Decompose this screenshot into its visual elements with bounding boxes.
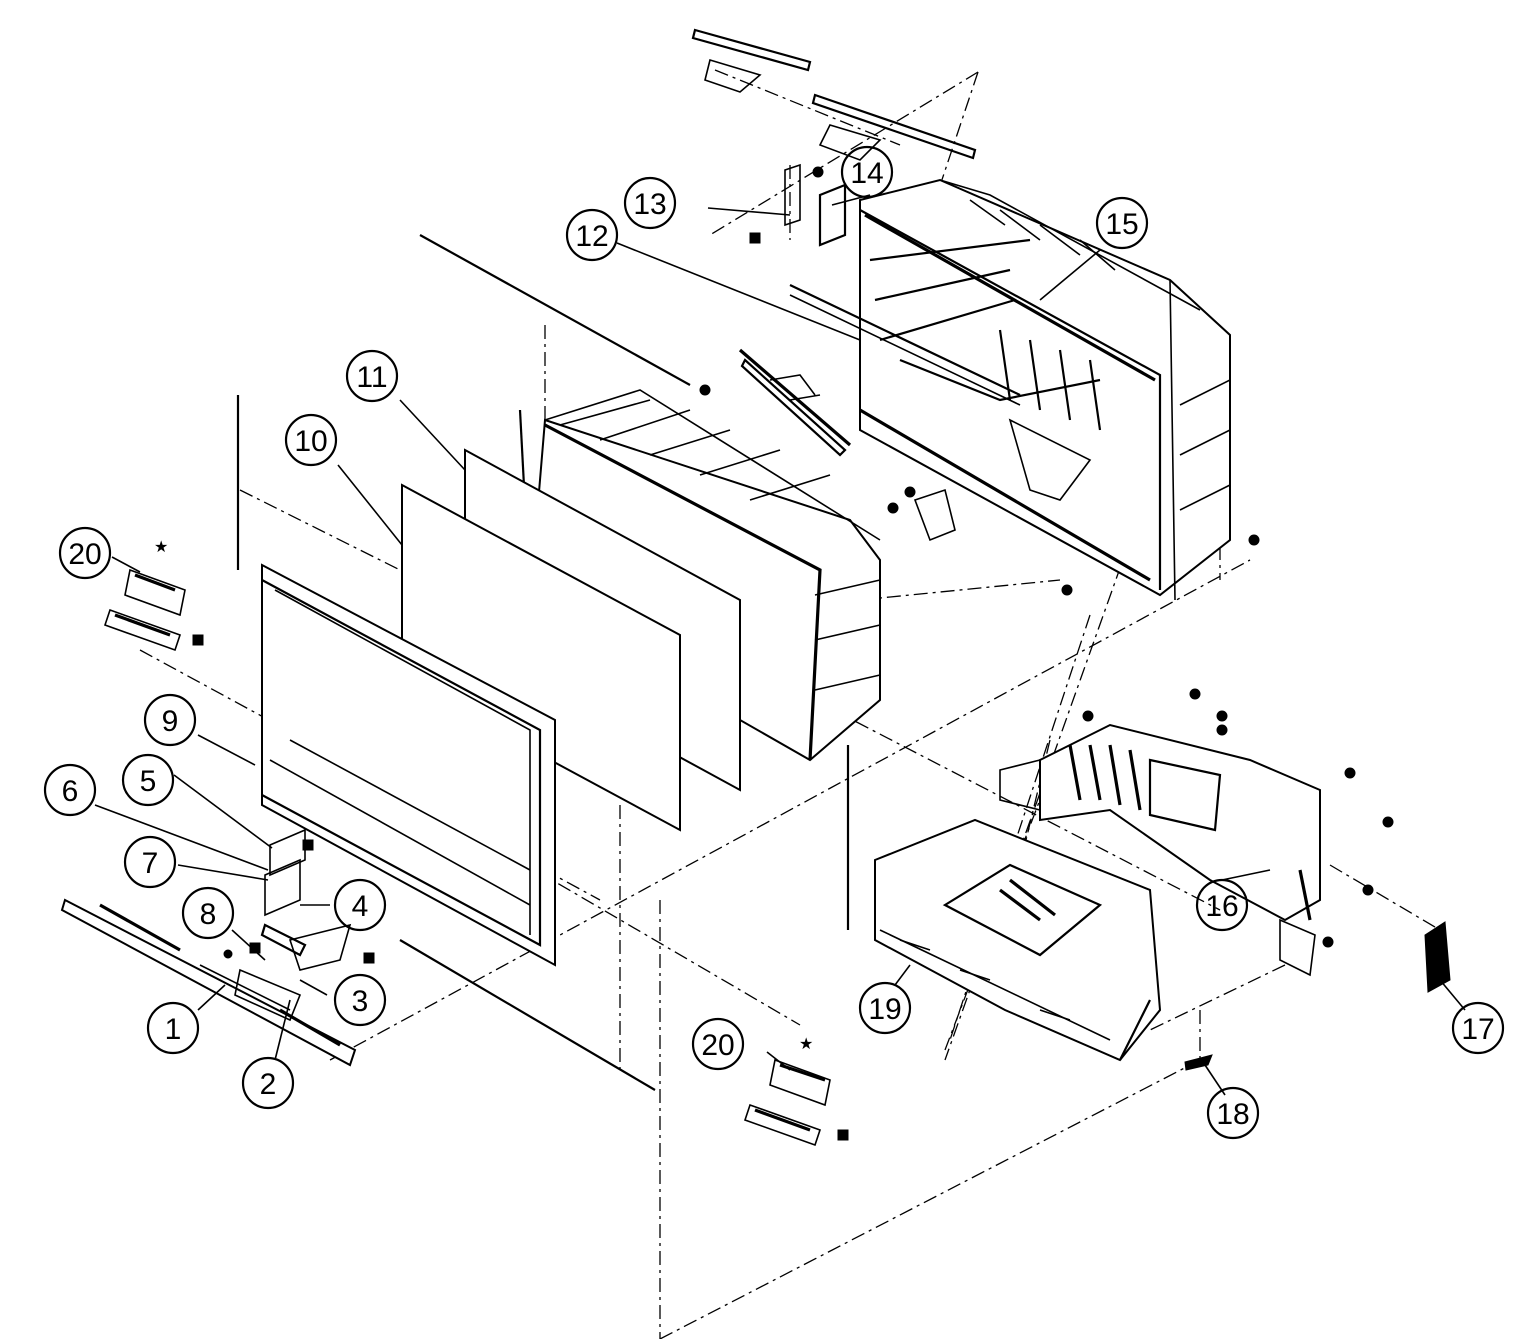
callout-label-16: 16 bbox=[1205, 890, 1238, 923]
callout-label-20-right: 20 bbox=[701, 1029, 734, 1062]
vertical-bars bbox=[236, 395, 850, 1091]
callout-12: 12 bbox=[565, 208, 619, 262]
rear-cabinet bbox=[859, 178, 1231, 601]
star-markers: ★ ★ bbox=[154, 537, 813, 1053]
callout-label-20-left: 20 bbox=[68, 538, 101, 571]
grille-part-17 bbox=[1424, 921, 1451, 993]
tab-part-18 bbox=[1184, 1054, 1213, 1071]
callouts: 1 2 3 4 5 6 7 8 9 10 11 12 13 14 15 16 1… bbox=[43, 145, 1505, 1140]
callout-16: 16 bbox=[1195, 878, 1249, 932]
callout-label-13: 13 bbox=[633, 188, 666, 221]
front-bezel-9 bbox=[261, 563, 556, 967]
callout-19: 19 bbox=[858, 981, 912, 1035]
callout-label-12: 12 bbox=[575, 220, 608, 253]
tilted-bracket bbox=[738, 348, 852, 457]
screws bbox=[192, 166, 1394, 1141]
callout-6: 6 bbox=[43, 763, 97, 817]
callout-label-11: 11 bbox=[356, 361, 387, 394]
callout-11: 11 bbox=[345, 349, 399, 403]
small-brackets bbox=[234, 828, 352, 1022]
callout-label-4: 4 bbox=[352, 890, 369, 923]
callout-label-14: 14 bbox=[850, 157, 883, 190]
chassis-frame-16 bbox=[999, 723, 1321, 977]
bracket-20-right bbox=[743, 1058, 831, 1147]
callout-15: 15 bbox=[1095, 196, 1149, 250]
callout-9: 9 bbox=[143, 693, 197, 747]
callout-label-17: 17 bbox=[1461, 1013, 1494, 1046]
svg-text:★: ★ bbox=[799, 1034, 813, 1053]
callout-label-9: 9 bbox=[162, 705, 179, 738]
callout-17: 17 bbox=[1451, 1001, 1505, 1055]
small-parts-13-14 bbox=[784, 163, 956, 542]
callout-label-2: 2 bbox=[260, 1068, 277, 1101]
long-strip bbox=[419, 234, 1021, 406]
callout-3: 3 bbox=[333, 973, 387, 1027]
callout-label-18: 18 bbox=[1216, 1098, 1249, 1131]
svg-text:★: ★ bbox=[154, 537, 168, 556]
callout-label-3: 3 bbox=[352, 985, 369, 1018]
callout-2: 2 bbox=[241, 1056, 295, 1110]
callout-label-10: 10 bbox=[294, 425, 327, 458]
callout-label-7: 7 bbox=[142, 847, 159, 880]
callout-18: 18 bbox=[1206, 1086, 1260, 1140]
callout-13: 13 bbox=[623, 176, 677, 230]
callout-1: 1 bbox=[146, 1001, 200, 1055]
callout-14: 14 bbox=[840, 145, 894, 199]
callout-8: 8 bbox=[181, 886, 235, 940]
callout-label-1: 1 bbox=[165, 1013, 182, 1046]
callout-label-5: 5 bbox=[140, 765, 157, 798]
callout-label-6: 6 bbox=[62, 775, 79, 808]
bracket-20-left bbox=[103, 568, 186, 652]
callout-7: 7 bbox=[123, 835, 177, 889]
lower-chassis-19 bbox=[874, 818, 1162, 1062]
callout-label-8: 8 bbox=[200, 898, 217, 931]
callout-4: 4 bbox=[333, 878, 387, 932]
bottom-trim-bar bbox=[60, 898, 357, 1067]
top-trim-strips bbox=[691, 28, 977, 161]
callout-10: 10 bbox=[284, 413, 338, 467]
callout-label-19: 19 bbox=[868, 993, 901, 1026]
callout-20-right: 20 bbox=[691, 1017, 745, 1071]
callout-label-15: 15 bbox=[1105, 208, 1138, 241]
callout-5: 5 bbox=[121, 753, 175, 807]
callout-20-left: 20 bbox=[58, 526, 112, 580]
sheet-panel-10 bbox=[401, 483, 681, 832]
